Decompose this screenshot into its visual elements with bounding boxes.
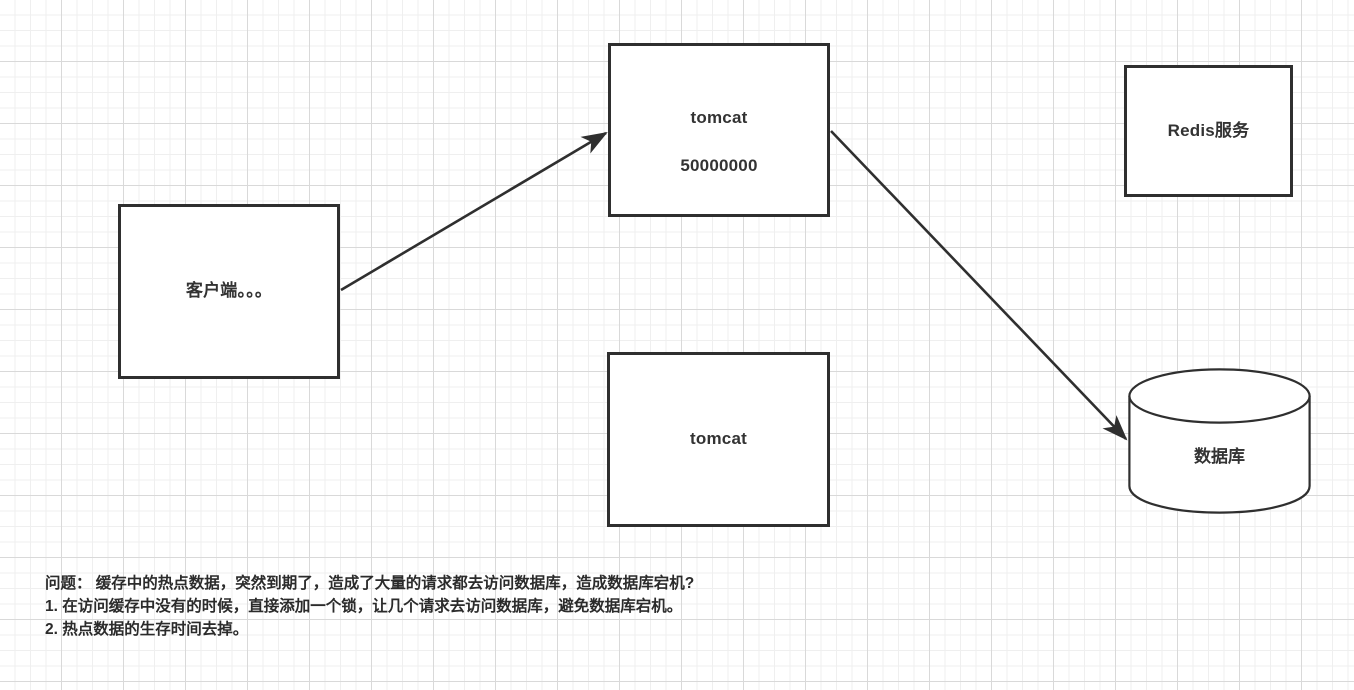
node-tomcat-main[interactable]: tomcat 50000000 [608,43,830,217]
node-redis-label: Redis服务 [1167,120,1250,140]
node-tomcat-second[interactable]: tomcat [607,352,830,527]
node-tomcat-main-line1: tomcat [690,107,748,127]
note-solution-2: 2. 热点数据的生存时间去掉。 [45,621,249,638]
node-tomcat-main-label: tomcat 50000000 [680,82,757,179]
note-question: 问题： 缓存中的热点数据，突然到期了，造成了大量的请求都去访问数据库，造成数据库… [45,575,695,592]
node-tomcat-second-label: tomcat [690,429,747,449]
node-client[interactable]: 客户端。。。 [118,204,340,379]
node-database[interactable]: 数据库 [1128,368,1311,514]
note-solution-1: 1. 在访问缓存中没有的时候，直接添加一个锁，让几个请求去访问数据库，避免数据库… [45,598,683,615]
connector-tomcat-to-database [830,130,1128,441]
node-client-label: 客户端。。。 [185,281,273,301]
node-database-label: 数据库 [1194,447,1245,466]
connector-client-to-tomcat [340,131,608,292]
node-redis-service[interactable]: Redis服务 [1124,65,1293,197]
cylinder-icon [1128,368,1311,514]
node-tomcat-main-line2: 50000000 [680,156,758,176]
